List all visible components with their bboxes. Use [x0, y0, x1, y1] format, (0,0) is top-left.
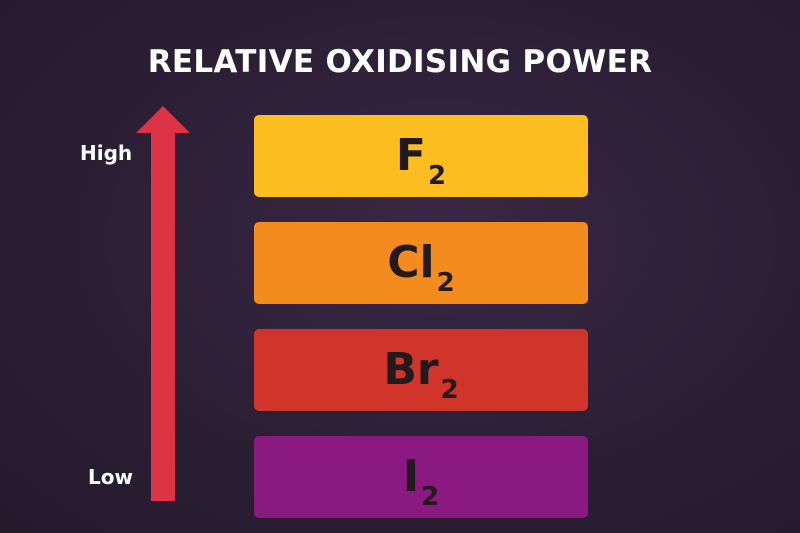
subscript: 2 [421, 482, 440, 512]
element-symbol: Br [383, 344, 439, 395]
low-label: Low [88, 465, 133, 489]
high-label: High [80, 141, 133, 165]
element-symbol: F [395, 130, 426, 181]
up-arrow-icon [136, 106, 190, 501]
subscript: 2 [427, 161, 447, 191]
element-symbol: I [402, 451, 420, 502]
diagram-title: RELATIVE OXIDISING POWER [147, 44, 653, 80]
subscript: 2 [436, 268, 455, 298]
element-symbol: Cl [387, 237, 435, 288]
subscript: 2 [440, 375, 459, 405]
